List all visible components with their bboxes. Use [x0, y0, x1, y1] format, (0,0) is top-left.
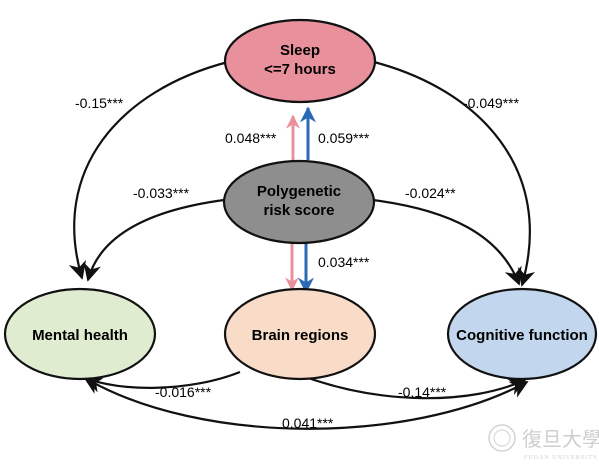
- coef-brain-to-cognitive: -0.14***: [398, 384, 447, 400]
- edge-prs-to-cognitive: [372, 198, 522, 286]
- node-sleep-label-line2: <=7 hours: [264, 61, 336, 78]
- node-prs-label-line1: Polygenetic: [257, 183, 341, 200]
- node-prs-label-line2: risk score: [264, 202, 335, 219]
- coef-mental-cognitive: 0.041***: [282, 415, 334, 431]
- coef-sleep-to-cognitive: -0.049***: [463, 95, 520, 111]
- edge-sleep-to-mental: [68, 60, 229, 280]
- node-cognitive-function: [446, 287, 598, 381]
- node-polygenetic-risk-score: [222, 159, 376, 245]
- coef-prs-to-brain: 0.034***: [318, 254, 370, 270]
- university-seal-icon: [488, 424, 516, 452]
- node-brain-regions: [223, 287, 377, 381]
- edge-sleep-to-cognitive: [373, 60, 536, 287]
- node-mental-health: [3, 287, 157, 381]
- coef-prs-to-mental: -0.033***: [133, 185, 190, 201]
- university-watermark: 復旦大學 FUDAN UNIVERSITY: [488, 424, 599, 461]
- node-mental-health-label: Mental health: [32, 327, 128, 344]
- node-brain-regions-label: Brain regions: [252, 327, 349, 344]
- coef-prs-to-sleep-blue: 0.059***: [318, 130, 370, 146]
- node-cognitive-function-label: Cognitive function: [456, 327, 588, 344]
- edge-prs-to-mental: [83, 198, 225, 282]
- watermark-chars: 復旦大學: [522, 428, 599, 451]
- coef-brain-to-mental: -0.016***: [155, 384, 212, 400]
- coef-sleep-to-mental: -0.15***: [75, 95, 124, 111]
- coef-prs-to-cognitive: -0.024**: [405, 185, 456, 201]
- edge-mental-cognitive: [83, 377, 529, 430]
- node-sleep: [223, 18, 377, 104]
- coef-prs-to-sleep-pink: 0.048***: [225, 130, 277, 146]
- watermark-sub: FUDAN UNIVERSITY: [524, 455, 598, 461]
- node-sleep-label-line1: Sleep: [280, 42, 320, 59]
